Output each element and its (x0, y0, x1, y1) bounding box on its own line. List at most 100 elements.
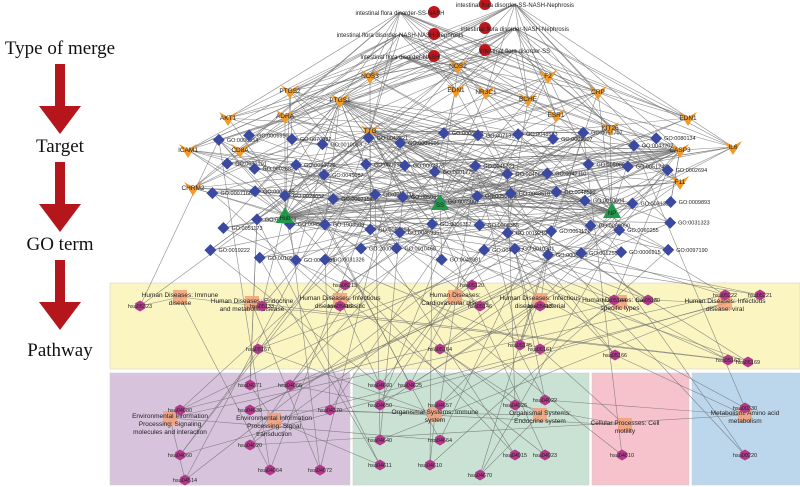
edge-target-go (325, 117, 689, 260)
go-term-node (435, 253, 448, 266)
edge-target-go (227, 117, 478, 136)
edge-go-pathway (399, 142, 546, 456)
go-term-node (362, 131, 375, 144)
category-label: Environmental Information (236, 415, 312, 422)
pathway-node (375, 459, 385, 471)
go-term-label: GO:0019222 (218, 248, 250, 254)
go-term-label: GO:0050776 (304, 163, 336, 169)
category-label: disease (169, 300, 192, 307)
edge-pathway-category (179, 301, 621, 411)
go-term-node (250, 213, 263, 226)
go-term-node (355, 242, 368, 255)
pathway-node (609, 294, 619, 306)
edge-target-go (457, 65, 508, 175)
edge-go-pathway (179, 169, 668, 411)
go-term-label: GO:0002694 (676, 168, 708, 174)
go-term-node (212, 133, 225, 146)
pathway-label: hsa04650 (368, 403, 392, 409)
go-term-node (478, 244, 491, 257)
go-term-node (627, 139, 640, 152)
target-node (477, 86, 495, 100)
go-term-label: GO:0019219 (516, 231, 548, 237)
category-node (173, 290, 187, 304)
edge-go-pathway (249, 252, 582, 411)
category-label: metabolism (728, 418, 761, 425)
go-term-label: GO:0051707 (591, 131, 623, 137)
target-label: PTGS2 (279, 88, 301, 95)
go-term-node (662, 243, 675, 256)
category-label: Human Diseases: Immune (142, 292, 219, 299)
go-term-node (327, 193, 340, 206)
edge-hub-target (187, 149, 613, 212)
go-term-label: GO:0045893 (298, 222, 330, 228)
target-node (361, 125, 379, 139)
category-label: Human Diseases: Infectious (300, 295, 382, 302)
edge-hub-target (284, 146, 734, 217)
edge-go-pathway (289, 223, 433, 386)
edge-merge-target (514, 3, 611, 129)
target-node (447, 84, 465, 98)
category-label: Cardiovascular disease (421, 300, 489, 307)
pathway-node (315, 464, 325, 476)
go-term-node (471, 129, 484, 142)
pathway-node (435, 343, 445, 355)
pathway-label: hsa04020 (238, 443, 262, 449)
edge-go-pathway (475, 165, 746, 456)
category-label: disease: viral (706, 306, 744, 313)
edge-merge-target (227, 49, 516, 119)
go-term-node (582, 158, 595, 171)
edge-go-pathway (324, 259, 331, 411)
target-node (519, 93, 537, 107)
go-term-label: GO:0008219 (556, 253, 588, 259)
pathway-label: hsa05163 (716, 358, 740, 364)
pathway-node (540, 394, 550, 406)
pathway-label: hsa04664 (428, 438, 452, 444)
edge-target-go (223, 99, 341, 229)
edge-go-pathway (479, 229, 620, 476)
merge-node (479, 22, 491, 34)
target-label: NOS3 (361, 73, 379, 80)
edge-pathway-category (169, 417, 186, 481)
target-node (601, 122, 619, 136)
pathway-node (740, 449, 750, 461)
edge-hub-target (284, 91, 599, 217)
pathway-node (467, 279, 477, 291)
nodes-layer: intestinal flora disorder-SS-NASHintesti… (128, 0, 780, 486)
pathway-label: hsa05166 (603, 353, 627, 359)
edge-go-pathway (212, 192, 341, 307)
edge-pathway-category (251, 302, 749, 363)
go-term-label: GO:0010468 (404, 246, 436, 252)
edge-hub-target (369, 130, 613, 212)
go-term-node (249, 185, 262, 198)
edge-merge-target (339, 27, 516, 101)
edge-hub-target (284, 75, 549, 217)
pathway-label: hsa05167 (246, 347, 270, 353)
target-node (179, 144, 197, 158)
edge-hub-target (284, 115, 441, 204)
edge-go-pathway (284, 195, 749, 363)
edge-go-pathway (259, 257, 381, 466)
go-term-label: GO:0010033 (330, 142, 362, 148)
category-node (245, 296, 259, 310)
edge-pathway-category (539, 348, 626, 426)
pathway-node (253, 343, 263, 355)
edge-merge-target (284, 33, 401, 117)
go-term-node (318, 168, 331, 181)
go-term-node (542, 248, 555, 261)
pathway-label: hsa00330 (733, 406, 757, 412)
category-label: Processing: Signaling (139, 421, 202, 428)
edge-go-pathway (443, 132, 616, 356)
edge-target-go (556, 149, 681, 193)
go-term-label: GO:0031326 (333, 258, 365, 264)
go-term-node (621, 160, 634, 173)
target-label: ADRA (276, 113, 295, 120)
edge-merge-target (369, 33, 401, 132)
go-term-node (217, 221, 230, 234)
edge-target-go (212, 149, 681, 194)
pathway-node (335, 300, 345, 312)
edge-pathway-category (273, 419, 381, 466)
go-term-node (469, 159, 482, 172)
go-term-node (360, 158, 373, 171)
edge-target-go (609, 127, 657, 139)
edge-go-pathway (323, 174, 726, 296)
